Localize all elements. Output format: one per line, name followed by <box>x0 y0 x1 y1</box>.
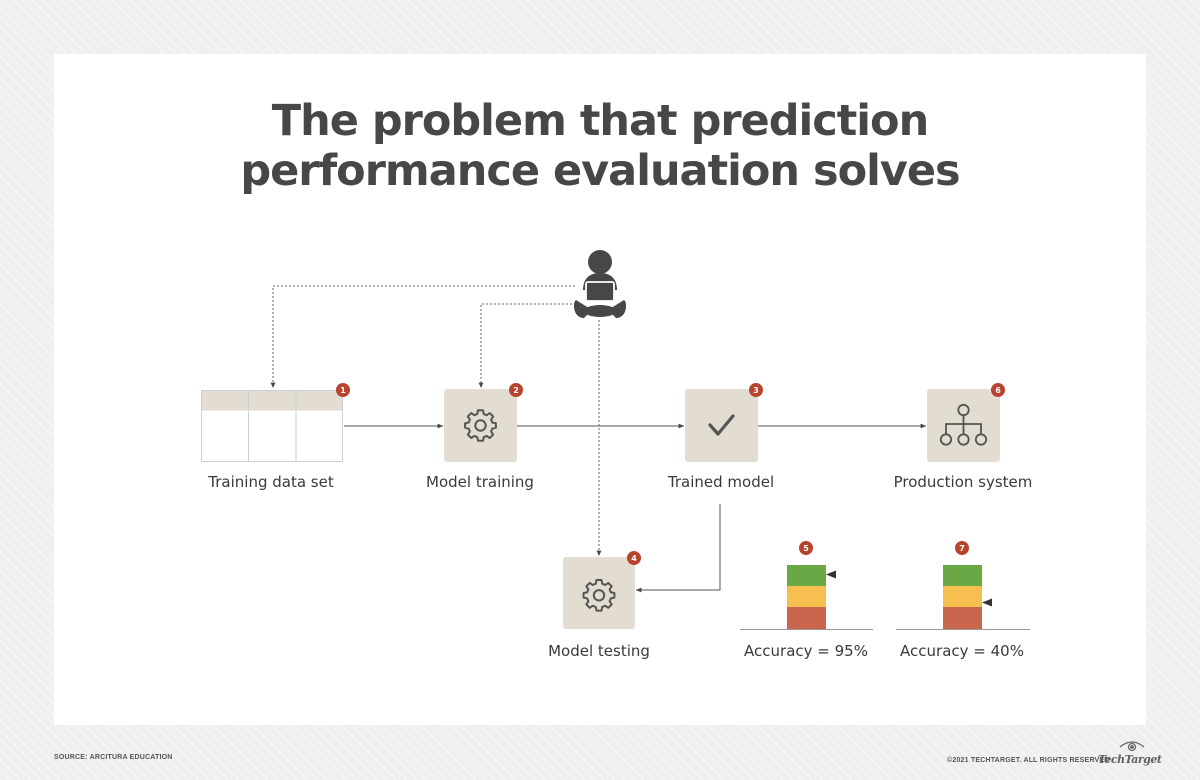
source-credit: SOURCE: ARCITURA EDUCATION <box>54 754 173 761</box>
svg-text:4: 4 <box>631 554 637 563</box>
gauge-segment-green <box>787 565 826 586</box>
label-model-testing: Model testing <box>548 642 650 660</box>
gauge-segment-yellow <box>787 586 826 607</box>
label-trained-model: Trained model <box>667 473 775 491</box>
flow-connectors <box>344 423 926 593</box>
title-line-2: performance evaluation solves <box>240 146 960 196</box>
copyright-notice: ©2021 TECHTARGET. ALL RIGHTS RESERVED <box>947 757 1110 764</box>
svg-text:2: 2 <box>513 386 519 395</box>
gauge-pointer-icon <box>982 598 992 607</box>
badge-6: 6 <box>991 383 1005 397</box>
production-system-node <box>927 389 1000 462</box>
gauge-segment-red <box>943 607 982 629</box>
label-training-data-set: Training data set <box>208 473 334 491</box>
model-testing-node <box>563 557 635 629</box>
hierarchy-icon <box>939 403 988 446</box>
person-connectors <box>270 285 602 556</box>
label-accuracy-40: Accuracy = 40% <box>900 642 1024 660</box>
gear-icon <box>582 578 616 612</box>
gauge-segment-green <box>943 565 982 586</box>
badges: 1 2 3 6 4 5 7 <box>336 383 1005 565</box>
gauge-segment-yellow <box>943 586 982 607</box>
accuracy-gauge-40 <box>896 565 1030 630</box>
badge-4: 4 <box>627 551 641 565</box>
svg-text:1: 1 <box>340 386 346 395</box>
gauge-segment-red <box>787 607 826 629</box>
svg-text:6: 6 <box>995 386 1001 395</box>
label-production-system: Production system <box>893 473 1033 491</box>
checkmark-icon <box>708 414 735 436</box>
accuracy-gauge-95 <box>740 565 873 630</box>
title-line-1: The problem that prediction <box>271 96 929 146</box>
label-accuracy-95: Accuracy = 95% <box>744 642 868 660</box>
connector-person-to-training-data <box>270 285 575 388</box>
eye-logo-icon <box>1119 741 1145 752</box>
page-title: The problem that prediction performance … <box>0 96 1200 196</box>
svg-text:3: 3 <box>753 386 759 395</box>
svg-text:5: 5 <box>803 544 809 553</box>
badge-1: 1 <box>336 383 350 397</box>
arrow-trained-model-to-testing <box>636 504 721 593</box>
badge-5: 5 <box>799 541 813 555</box>
gear-icon <box>464 409 497 442</box>
gauge-pointer-icon <box>826 570 836 579</box>
badge-7: 7 <box>955 541 969 555</box>
badge-2: 2 <box>509 383 523 397</box>
model-training-node <box>444 389 517 462</box>
table-icon <box>201 390 343 462</box>
label-model-training: Model training <box>426 473 534 491</box>
svg-text:7: 7 <box>959 544 965 553</box>
techtarget-logo-text: TechTarget <box>1098 753 1162 766</box>
connector-person-to-model-training <box>478 303 580 388</box>
badge-3: 3 <box>749 383 763 397</box>
trained-model-node <box>685 389 758 462</box>
person-with-laptop-icon <box>574 250 626 318</box>
